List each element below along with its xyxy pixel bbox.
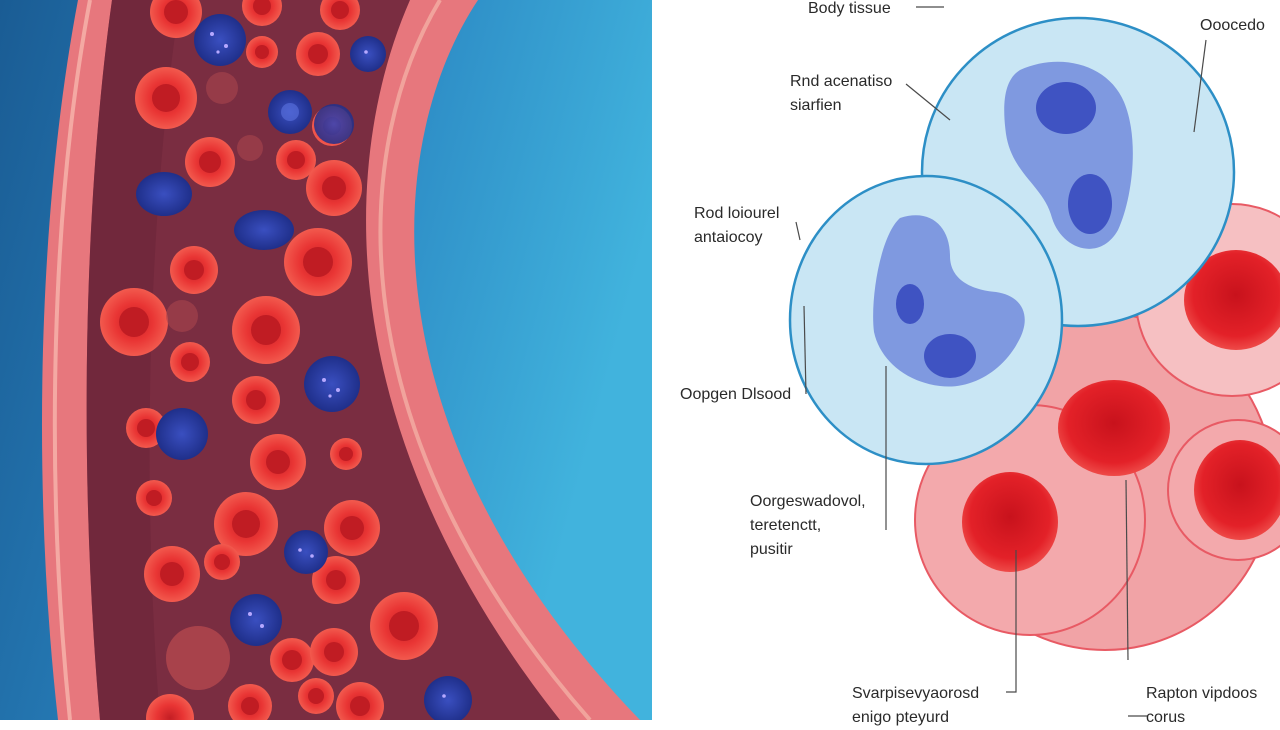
red-blood-cell	[237, 135, 263, 161]
white-blood-cell	[136, 172, 192, 216]
red-blood-cell	[270, 638, 314, 682]
red-blood-cell	[246, 36, 278, 68]
label-oxygenated-nutrient: Oorgeswadovol, teretenctt, pusitir	[750, 493, 866, 558]
vessel-wall-line	[52, 0, 92, 720]
red-blood-cells	[100, 0, 438, 720]
red-blood-cell-icon	[1184, 250, 1280, 350]
white-blood-cell	[156, 408, 208, 460]
white-blood-cell	[284, 530, 328, 574]
label-bottom-right: Rapton vipdoos corus	[1146, 685, 1258, 726]
nucleus-lobe	[1036, 82, 1096, 134]
red-blood-cell	[310, 628, 358, 676]
red-blood-cell	[100, 288, 168, 356]
red-blood-cell	[306, 160, 362, 216]
red-blood-cell	[150, 0, 202, 38]
red-blood-cell	[206, 72, 238, 104]
label-red-sensation: Rnd acenatiso siarfien	[790, 73, 893, 114]
leader-line	[1193, 39, 1207, 133]
red-blood-cell	[136, 480, 172, 516]
red-blood-cell	[250, 434, 306, 490]
leader-line	[803, 305, 807, 395]
nucleus-lobe	[924, 334, 976, 378]
red-blood-cell-icon	[1194, 440, 1280, 540]
red-blood-cell-icon	[962, 472, 1058, 572]
white-blood-cell-icon	[788, 174, 1064, 466]
red-blood-cell	[330, 438, 362, 470]
red-blood-cell	[170, 342, 210, 382]
red-blood-cell-icon	[1058, 380, 1170, 476]
label-bottom-left: Svarpisevyaorosd enigo pteyurd	[852, 685, 980, 726]
nucleus-lobe	[896, 284, 924, 324]
leader-line	[1125, 479, 1129, 661]
red-blood-cell	[298, 678, 334, 714]
label-top-right: Ooocedo	[1200, 17, 1265, 34]
cell-diagram	[788, 6, 1280, 717]
red-blood-cell	[146, 694, 194, 720]
leader-line	[905, 83, 951, 121]
vessel-wall-line	[378, 0, 592, 720]
red-blood-cell	[170, 246, 218, 294]
red-blood-cell	[144, 546, 200, 602]
leader-line	[795, 221, 801, 241]
red-blood-cell	[324, 500, 380, 556]
red-blood-cell-cluster	[914, 203, 1280, 651]
label-oxygen-blood: Oopgen Dlsood	[680, 386, 792, 403]
white-blood-cell	[234, 210, 294, 250]
red-blood-cell	[126, 408, 166, 448]
leader-line	[1006, 550, 1017, 693]
red-blood-cell	[370, 592, 438, 660]
label-red-blood-antibody: Rod loiourel antaiocoy	[694, 205, 780, 246]
red-blood-cell	[185, 137, 235, 187]
red-blood-cell	[242, 0, 282, 26]
label-body-tissue: Body tissue	[808, 0, 891, 17]
blood-vessel-illustration	[0, 0, 652, 720]
red-blood-cell	[232, 296, 300, 364]
red-blood-cell	[320, 0, 360, 30]
red-blood-cell	[296, 32, 340, 76]
nucleus-lobe	[1068, 174, 1112, 234]
red-blood-cell	[214, 492, 278, 556]
white-blood-cell	[350, 36, 386, 72]
red-blood-cell	[166, 626, 230, 690]
red-blood-cell	[228, 684, 272, 720]
white-blood-cell	[314, 104, 354, 144]
white-blood-cell	[424, 676, 472, 720]
nucleus	[873, 215, 1025, 387]
red-blood-cell	[232, 376, 280, 424]
red-blood-cell	[312, 556, 360, 604]
red-blood-cell	[204, 544, 240, 580]
white-blood-cell	[194, 14, 246, 66]
red-blood-cell	[166, 300, 198, 332]
white-blood-cell	[230, 594, 282, 646]
leader-lines	[795, 6, 1207, 717]
red-blood-cell	[276, 140, 316, 180]
white-blood-cells	[136, 14, 472, 720]
red-blood-cell	[135, 67, 197, 129]
red-blood-cell	[336, 682, 384, 720]
white-blood-cell	[304, 356, 360, 412]
red-blood-cell	[284, 228, 352, 296]
white-blood-cell	[268, 90, 312, 134]
